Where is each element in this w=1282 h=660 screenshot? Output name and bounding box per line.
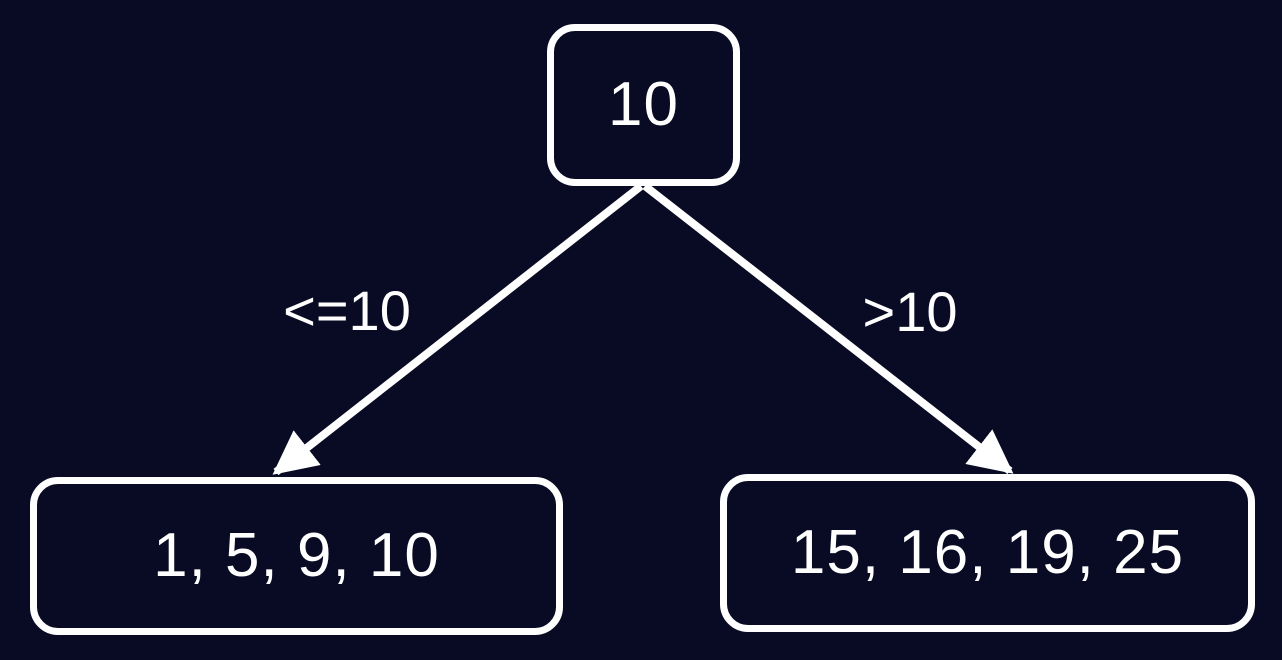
root-node: 10 <box>547 24 740 186</box>
right-leaf-node: 15, 16, 19, 25 <box>720 474 1255 632</box>
left-edge-label: <=10 <box>283 279 411 342</box>
left-leaf-label: 1, 5, 9, 10 <box>153 521 440 590</box>
left-leaf-node: 1, 5, 9, 10 <box>30 477 563 635</box>
root-node-label: 10 <box>608 70 679 139</box>
right-edge-label: >10 <box>862 280 958 343</box>
right-leaf-label: 15, 16, 19, 25 <box>790 518 1185 587</box>
